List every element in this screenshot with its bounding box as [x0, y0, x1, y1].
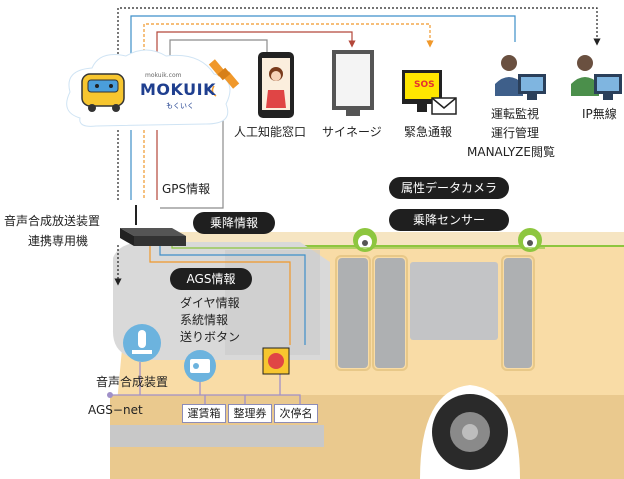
logo-site: mokuik.com	[145, 72, 182, 79]
internal-lines	[107, 90, 545, 405]
tts-unit-label: 音声合成装置	[96, 375, 169, 389]
fare-box: 運賃箱	[182, 404, 226, 423]
ags-reader-icon	[184, 350, 216, 382]
ags-detail-send: 送りボタン	[180, 330, 241, 344]
operator-ip-radio-icon	[571, 55, 622, 100]
ai-window-label: 人工知能窓口	[234, 125, 307, 139]
emergency-monitor-icon	[402, 70, 457, 115]
boarding-info-pill: 乗降情報	[193, 212, 275, 234]
tts-link-label-2: 連携専用機	[28, 234, 89, 248]
ai-window-smartphone-icon	[258, 52, 294, 118]
monitor-label-3: MANALYZE閲覧	[467, 145, 555, 159]
emergency-label: 緊急通報	[404, 125, 453, 139]
send-button-icon	[262, 347, 290, 375]
next-stop-box: 次停名	[274, 404, 318, 423]
mokuik-cloud-logo	[66, 49, 231, 127]
ticket-box: 整理券	[228, 404, 272, 423]
gps-label: GPS情報	[162, 182, 211, 196]
ags-net-label: AGS−net	[88, 403, 143, 417]
logo-name: MOKUIK	[140, 80, 216, 99]
ags-info-pill: AGS情報	[170, 268, 252, 290]
monitor-label-2: 運行管理	[491, 126, 540, 140]
operator-monitoring-icon	[495, 55, 546, 100]
ags-detail-dia: ダイヤ情報	[180, 296, 240, 310]
signage-icon	[332, 50, 374, 116]
camera-pill: 属性データカメラ	[389, 177, 509, 199]
boarding-sensor-pill: 乗降センサー	[389, 209, 509, 231]
tts-link-device-icon	[120, 205, 186, 246]
ip-radio-label: IP無線	[582, 107, 617, 121]
tts-link-label-1: 音声合成放送装置	[4, 214, 101, 228]
gps-satellite-icon	[208, 59, 240, 97]
sos-text: SOS	[414, 80, 435, 90]
tts-unit-icon	[123, 324, 161, 362]
logo-sub: もくいく	[166, 102, 194, 110]
signage-label: サイネージ	[322, 125, 382, 139]
bus-illustration	[110, 228, 624, 479]
monitor-label-1: 運転監視	[491, 107, 540, 121]
ags-detail-route: 系統情報	[180, 313, 229, 327]
